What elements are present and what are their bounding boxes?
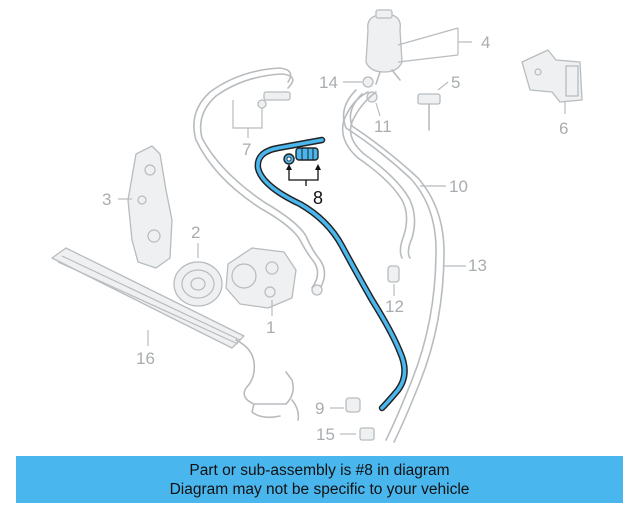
mounting-bracket: [127, 145, 173, 269]
callout-9: 9: [315, 399, 324, 418]
callout-5-leader: [437, 81, 449, 91]
callout-4-leader: [397, 27, 472, 63]
callout-11-leader: [375, 102, 381, 117]
callout-15: 15: [316, 425, 335, 444]
pressure-switch: [417, 93, 441, 131]
callout-13: 13: [468, 256, 487, 275]
callout-7-leader: [232, 100, 263, 138]
callout-8-leader: [286, 164, 321, 186]
bracket: [521, 49, 583, 103]
callout-4: 4: [481, 33, 490, 52]
hose-clamp: [366, 91, 378, 103]
callout-14: 14: [319, 73, 338, 92]
callout-12: 12: [385, 297, 404, 316]
callout-11: 11: [374, 117, 392, 136]
info-banner: Part or sub-assembly is #8 in diagram Di…: [16, 456, 623, 503]
callout-2: 2: [191, 223, 200, 242]
callout-8: 8: [313, 188, 323, 208]
cap: [345, 397, 361, 413]
banner-line-2: Diagram may not be specific to your vehi…: [169, 480, 470, 498]
highlighted-hose-part-8: [254, 136, 408, 412]
callout-7: 7: [242, 140, 251, 159]
long-hose: [342, 89, 445, 443]
plug: [359, 427, 375, 441]
grommet: [387, 265, 400, 283]
power-steering-pump: [225, 247, 297, 309]
fluid-reservoir: [365, 9, 403, 85]
oil-cooler: [51, 247, 300, 421]
return-hose: [341, 91, 416, 259]
callout-16: 16: [136, 349, 155, 368]
callout-5: 5: [451, 73, 460, 92]
callout-10: 10: [449, 177, 468, 196]
callout-3: 3: [102, 190, 111, 209]
pulley: [173, 261, 223, 307]
pressure-hose: [193, 67, 326, 296]
callout-1: 1: [266, 318, 275, 337]
callout-6: 6: [559, 119, 568, 138]
banner-line-1: Part or sub-assembly is #8 in diagram: [189, 461, 450, 479]
